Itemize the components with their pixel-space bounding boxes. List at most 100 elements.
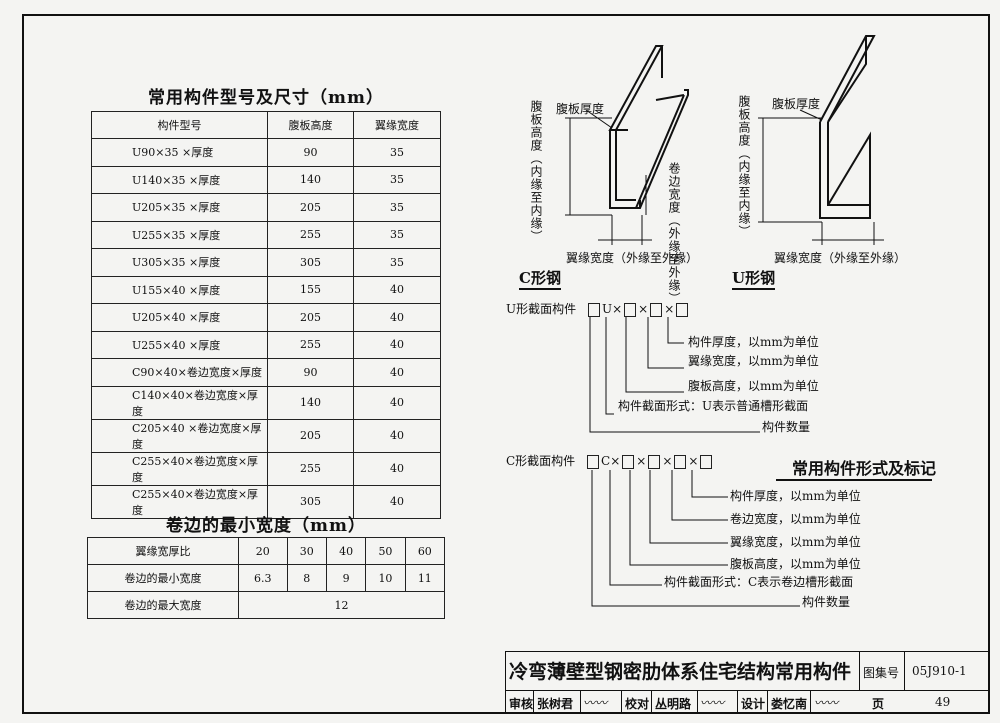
flange-width-cell: 35 — [353, 165, 441, 194]
c-note-form: 构件截面形式：C表示卷边槽形截面 — [664, 575, 854, 589]
web-height-cell: 255 — [267, 451, 354, 486]
web-height-box — [624, 302, 637, 317]
table-cell: 12 — [238, 591, 445, 619]
u-notation-leaders — [589, 317, 760, 433]
web-height-cell: 90 — [267, 138, 354, 167]
designer-signature: 〰〰 — [814, 696, 839, 710]
reviewer-signature: 〰〰 — [583, 696, 608, 710]
model-cell: U90×35 ×厚度 — [91, 138, 268, 167]
reviewer-name: 张树君 — [537, 697, 574, 711]
c-note-lip: 卷边宽度，以mm为单位 — [730, 512, 861, 526]
flange-width-cell: 35 — [353, 220, 441, 249]
web-height-cell: 155 — [267, 275, 354, 304]
u-section-dimensions — [758, 109, 884, 245]
web-height-cell: 205 — [267, 193, 354, 222]
model-cell: U205×40 ×厚度 — [91, 303, 268, 332]
lip-box — [674, 454, 687, 469]
web-height-cell: 205 — [267, 418, 354, 453]
web-height-cell: 255 — [267, 220, 354, 249]
c-notation-label: C形截面构件 — [506, 454, 576, 468]
thickness-box — [700, 454, 713, 469]
u-note-web: 腹板高度，以mm为单位 — [688, 379, 819, 393]
header-flange-width: 翼缘宽度 — [353, 111, 441, 139]
table-header-row: 构件型号 腹板高度 翼缘宽度 — [91, 111, 441, 139]
c-notation-leaders — [591, 470, 800, 607]
model-cell: U140×35 ×厚度 — [91, 165, 268, 194]
count-box — [587, 454, 600, 469]
web-height-cell: 205 — [267, 303, 354, 332]
table-cell: 6.3 — [238, 564, 288, 592]
c-note-flange: 翼缘宽度，以mm为单位 — [730, 535, 861, 549]
web-height-box — [622, 454, 635, 469]
atlas-number: 05J910-1 — [912, 664, 967, 678]
main-title: 冷弯薄壁型钢密肋体系住宅结构常用构件 — [509, 661, 852, 683]
section-letter: U — [601, 302, 613, 316]
u-note-count: 构件数量 — [762, 420, 811, 434]
web-height-cell: 140 — [267, 165, 354, 194]
c-flange-width-label: 翼缘宽度（外缘至外缘） — [566, 251, 699, 265]
table-row: 翼缘宽厚比 20 30 40 50 60 — [87, 537, 446, 565]
u-note-thickness: 构件厚度，以mm为单位 — [688, 335, 819, 349]
c-section-caption: C形钢 — [519, 267, 561, 290]
row-label: 卷边的最大宽度 — [87, 591, 239, 619]
count-box — [587, 302, 600, 317]
u-section-drawing — [819, 35, 876, 219]
table-row: 卷边的最大宽度 12 — [87, 591, 445, 619]
model-cell: C90×40×卷边宽度×厚度 — [91, 358, 268, 387]
header-model: 构件型号 — [91, 111, 268, 139]
c-web-height-label: 腹板高度（内缘至内缘） — [529, 100, 543, 243]
section-title-underline — [776, 479, 932, 481]
checker-name: 丛明路 — [655, 697, 692, 711]
lip-width-table: 翼缘宽厚比 20 30 40 50 60 卷边的最小宽度 6.3 8 9 10 … — [87, 537, 446, 619]
u-web-height-label: 腹板高度（内缘至内缘） — [737, 95, 751, 238]
table2-title: 卷边的最小宽度（mm） — [166, 516, 366, 536]
flange-width-cell: 40 — [353, 385, 441, 420]
table-cell: 20 — [238, 537, 288, 565]
section-letter: C — [601, 454, 611, 468]
review-label: 审核 — [509, 697, 534, 711]
check-label: 校对 — [625, 697, 650, 711]
designer-name: 娄忆南 — [771, 697, 808, 711]
u-notation-row: U形截面构件 U××× — [506, 300, 690, 317]
web-height-cell: 90 — [267, 358, 354, 387]
u-notation-label: U形截面构件 — [506, 302, 577, 316]
thickness-box — [676, 302, 689, 317]
model-cell: U305×35 ×厚度 — [91, 248, 268, 277]
row-label: 卷边的最小宽度 — [87, 564, 239, 592]
u-note-form: 构件截面形式：U表示普通槽形截面 — [618, 399, 809, 413]
signature-row — [505, 690, 990, 714]
c-lip-width-label: 卷边宽度（外缘至外缘） — [667, 162, 681, 305]
flange-width-cell: 40 — [353, 275, 441, 304]
model-cell: C255×40×卷边宽度×厚度 — [91, 484, 268, 519]
design-label: 设计 — [741, 697, 766, 711]
row-label: 翼缘宽厚比 — [87, 537, 239, 565]
c-section-dimensions — [565, 109, 652, 245]
c-note-count: 构件数量 — [802, 595, 851, 609]
u-note-flange: 翼缘宽度，以mm为单位 — [688, 354, 819, 368]
web-height-cell: 305 — [267, 484, 354, 519]
table1-title: 常用构件型号及尺寸（mm） — [148, 88, 384, 108]
flange-width-cell: 40 — [353, 451, 441, 486]
model-cell: C140×40×卷边宽度×厚度 — [91, 385, 268, 420]
atlas-label: 图集号 — [863, 666, 900, 680]
flange-width-cell: 40 — [353, 484, 441, 519]
header-web-height: 腹板高度 — [267, 111, 354, 139]
c-note-thickness: 构件厚度，以mm为单位 — [730, 489, 861, 503]
c-web-thickness-label: 腹板厚度 — [556, 102, 605, 116]
model-cell: U255×35 ×厚度 — [91, 220, 268, 249]
section-title: 常用构件形式及标记 — [792, 459, 937, 478]
page-number: 49 — [935, 695, 951, 709]
web-height-cell: 305 — [267, 248, 354, 277]
checker-signature: 〰〰 — [700, 696, 725, 710]
